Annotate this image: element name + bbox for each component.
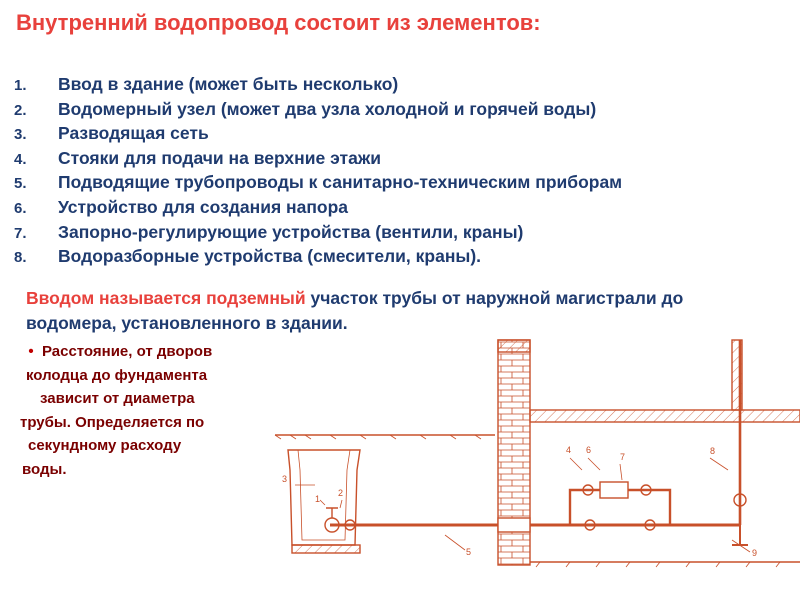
list-text: Запорно-регулирующие устройства (вентили…	[58, 221, 524, 242]
list-item: 5. Подводящие трубопроводы к санитарно-те…	[14, 170, 622, 195]
diagram-label-5: 5	[466, 547, 471, 557]
note-line: • Расстояние, от дворов	[28, 343, 213, 360]
definition-highlight: Вводом называется подземный	[26, 288, 306, 308]
list-text: Стояки для подачи на верхние этажи	[58, 147, 381, 168]
diagram-label-7: 7	[620, 452, 625, 462]
list-item: 1. Ввод в здание (может быть несколько)	[14, 72, 622, 97]
note-line: воды.	[22, 460, 67, 478]
diagram-label-8: 8	[710, 446, 715, 456]
note-line: трубы. Определяется по	[20, 413, 205, 431]
list-number: 5.	[14, 175, 27, 193]
definition-rest: участок трубы от наружной магистрали до …	[26, 288, 684, 333]
list-item: 8. Водоразборные устройства (смесители, к…	[14, 244, 622, 269]
water-well	[287, 449, 361, 546]
list-number: 1.	[14, 77, 27, 94]
list-number: 6.	[14, 199, 27, 217]
note-line: зависит от диаметра	[40, 390, 195, 407]
list-item: 4. Стояки для подачи на верхние этажи	[14, 146, 622, 171]
diagram-label-9: 9	[752, 548, 757, 558]
list-number: 4.	[14, 150, 27, 168]
diagram-label-6: 6	[586, 445, 591, 455]
list-item: 3. Разводящая сеть	[14, 121, 622, 146]
diagram-label-2: 2	[338, 488, 343, 498]
list-number: 2.	[14, 101, 27, 119]
list-item: 7. Запорно-регулирующие устройства (венти…	[14, 220, 622, 245]
element-list: 1. Ввод в здание (может быть несколько) 2…	[14, 72, 622, 269]
list-text: Подводящие трубопроводы к санитарно-техн…	[58, 172, 623, 193]
note-line: секундному расходу	[28, 437, 182, 454]
slide-title: Внутренний водопровод состоит из элемент…	[16, 10, 541, 35]
distance-note: • Расстояние, от дворов колодца до фунда…	[20, 340, 282, 481]
floor-slab	[529, 409, 800, 423]
list-text: Разводящая сеть	[58, 123, 209, 144]
list-text: Ввод в здание (может быть несколько)	[58, 74, 399, 94]
definition-text: Вводом называется подземный участок труб…	[26, 286, 766, 336]
note-line: колодца до фундамента	[26, 366, 208, 384]
bullet-icon: •	[28, 343, 34, 360]
diagram-label-1: 1	[315, 494, 320, 504]
list-text: Водоразборные устройства (смесители, кра…	[58, 246, 482, 267]
list-number: 8.	[14, 249, 27, 267]
water-inlet-diagram: 1 2 3 4 5 6 7 8 9	[274, 339, 800, 568]
diagram-label-4: 4	[566, 445, 571, 455]
list-text: Водомерный узел (может два узла холодной…	[58, 98, 597, 119]
list-number: 3.	[14, 126, 27, 144]
diagram-label-3: 3	[282, 474, 287, 484]
water-meter	[599, 481, 629, 499]
list-item: 2. Водомерный узел (может два узла холодн…	[14, 97, 622, 122]
list-text: Устройство для создания напора	[58, 196, 349, 217]
list-item: 6. Устройство для создания напора	[14, 195, 622, 220]
list-number: 7.	[14, 224, 27, 242]
